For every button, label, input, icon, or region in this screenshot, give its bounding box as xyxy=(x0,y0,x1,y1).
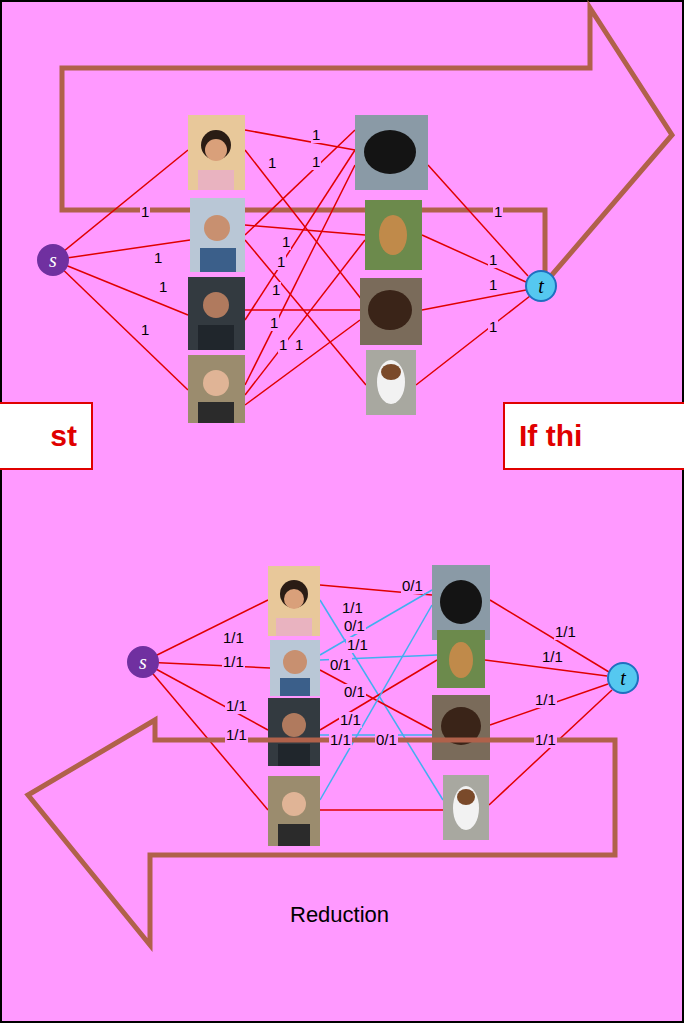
capacity-label: 1 xyxy=(311,127,321,143)
dog-photo xyxy=(432,565,490,840)
sink-node: t xyxy=(525,270,557,302)
capacity-label: 1/1 xyxy=(222,630,245,646)
flow-edges xyxy=(143,585,612,810)
person-photo xyxy=(268,566,320,846)
capacity-label: 1 xyxy=(294,337,304,353)
source-node: s xyxy=(127,646,159,678)
capacity-label: 1/1 xyxy=(339,712,362,728)
node-letter: s xyxy=(49,250,57,270)
node-letter: t xyxy=(620,668,626,688)
capacity-label: 1/1 xyxy=(225,698,248,714)
source-node: s xyxy=(37,244,69,276)
capacity-label: 1/1 xyxy=(222,654,245,670)
callout-box: If thi xyxy=(503,402,684,470)
node-letter: s xyxy=(139,652,147,672)
capacity-label: 0/1 xyxy=(343,684,366,700)
capacity-label: 1 xyxy=(140,204,150,220)
capacity-label: 1/1 xyxy=(534,732,557,748)
capacity-label: 1 xyxy=(488,252,498,268)
capacity-label: 0/1 xyxy=(375,732,398,748)
slide-caption: Reduction xyxy=(289,902,390,928)
capacity-label: 1/1 xyxy=(554,624,577,640)
capacity-label: 1 xyxy=(311,154,321,170)
sink-node: t xyxy=(607,662,639,694)
node-letter: t xyxy=(538,276,544,296)
callout-box: st xyxy=(0,402,93,470)
capacity-label: 1 xyxy=(488,319,498,335)
capacity-label: 1 xyxy=(488,277,498,293)
capacity-label: 1/1 xyxy=(346,637,369,653)
capacity-label: 1 xyxy=(276,254,286,270)
callout-text: st xyxy=(50,419,77,453)
dog-photo xyxy=(355,115,428,415)
graph-edges xyxy=(53,130,530,405)
direction-arrow xyxy=(28,720,615,945)
capacity-label: 1/1 xyxy=(341,600,364,616)
capacity-label: 0/1 xyxy=(343,618,366,634)
capacity-label: 1 xyxy=(269,315,279,331)
capacity-label: 1 xyxy=(140,322,150,338)
capacity-label: 1 xyxy=(267,155,277,171)
person-photo xyxy=(188,115,245,423)
capacity-label: 1 xyxy=(278,337,288,353)
capacity-label: 1/1 xyxy=(534,692,557,708)
capacity-label: 1 xyxy=(281,234,291,250)
capacity-label: 1/1 xyxy=(225,727,248,743)
capacity-label: 1 xyxy=(493,204,503,220)
capacity-label: 1/1 xyxy=(541,649,564,665)
capacity-label: 1 xyxy=(153,250,163,266)
capacity-label: 0/1 xyxy=(329,657,352,673)
capacity-label: 0/1 xyxy=(401,578,424,594)
direction-arrow xyxy=(62,8,672,283)
capacity-label: 1/1 xyxy=(329,732,352,748)
capacity-label: 1 xyxy=(271,282,281,298)
callout-text: If thi xyxy=(519,419,582,453)
capacity-label: 1 xyxy=(158,279,168,295)
